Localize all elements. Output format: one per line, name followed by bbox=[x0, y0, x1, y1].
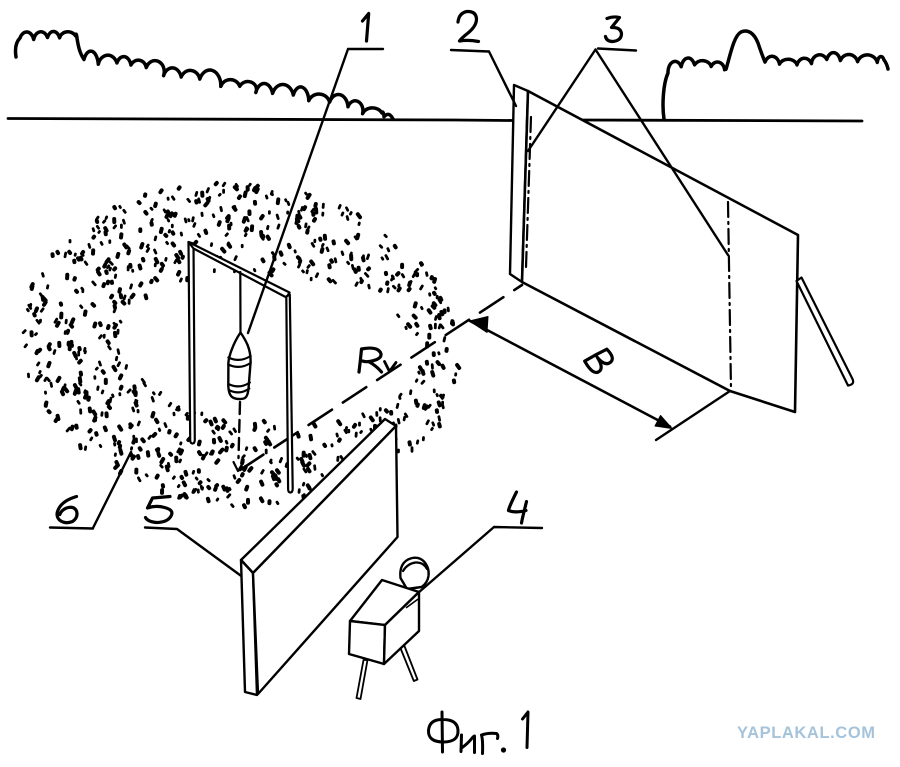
svg-text:YAPLAKAL.COM: YAPLAKAL.COM bbox=[737, 724, 876, 742]
